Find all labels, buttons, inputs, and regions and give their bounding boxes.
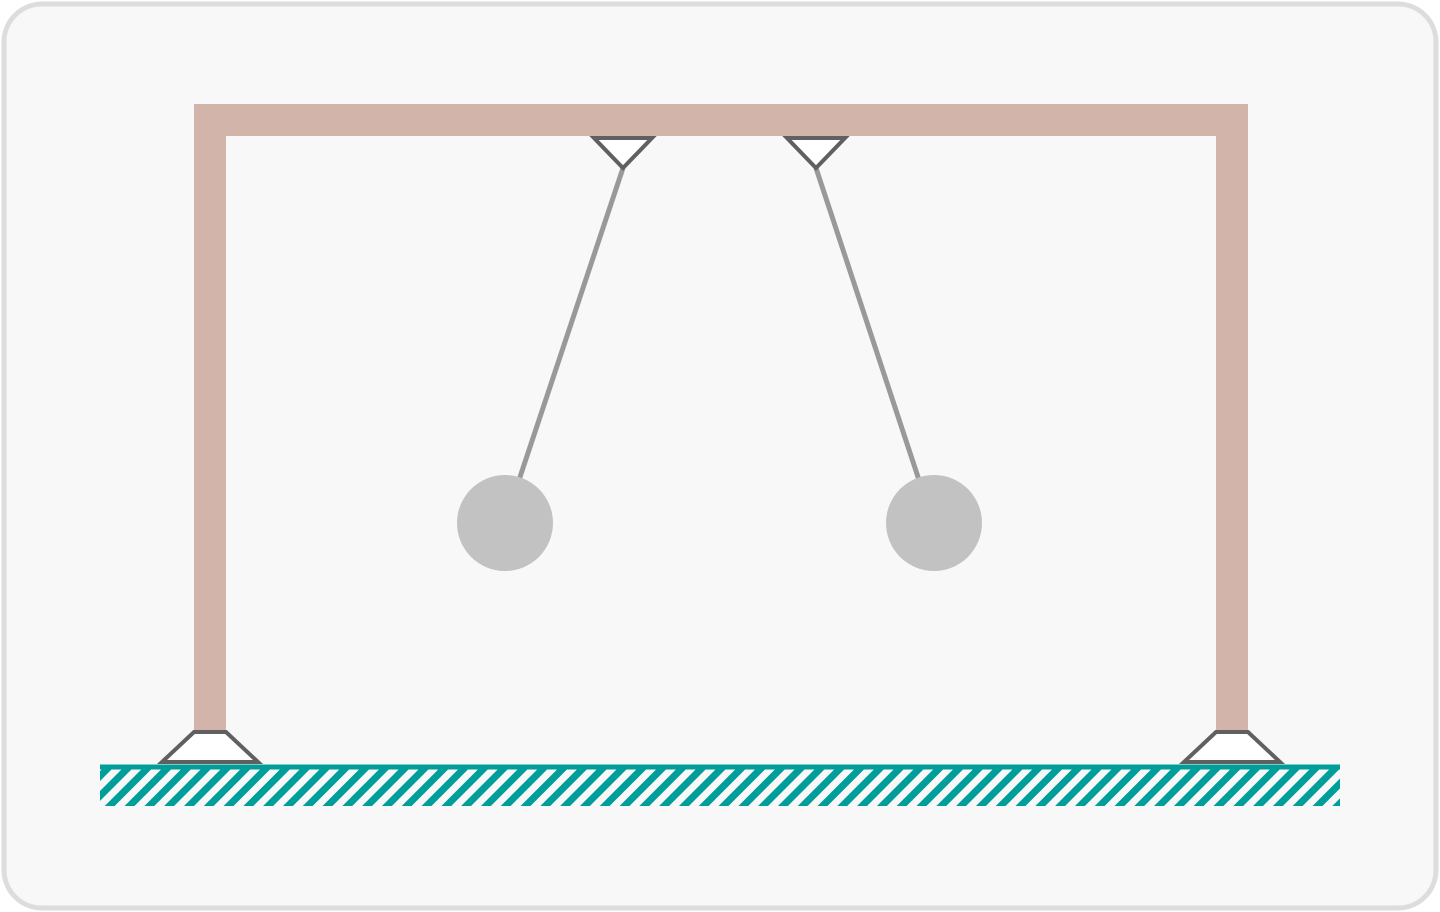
right-pendulum-bob — [886, 475, 982, 571]
left-pendulum-string — [516, 167, 626, 481]
frame-left-post — [194, 104, 226, 732]
left-pendulum-bob — [457, 475, 553, 571]
hatched-ground — [100, 764, 1340, 806]
ground-hatch — [100, 768, 1340, 806]
left-pendulum — [457, 167, 626, 571]
right-pendulum-string — [813, 167, 922, 481]
right-foot-support — [1178, 730, 1286, 764]
right-pendulum — [813, 167, 982, 571]
rectangular-frame — [194, 104, 1248, 732]
left-pivot — [589, 136, 657, 171]
right-pivot — [782, 136, 850, 171]
frame-right-post — [1216, 104, 1248, 732]
frame-top-beam — [194, 104, 1248, 136]
left-foot-support — [156, 730, 264, 764]
